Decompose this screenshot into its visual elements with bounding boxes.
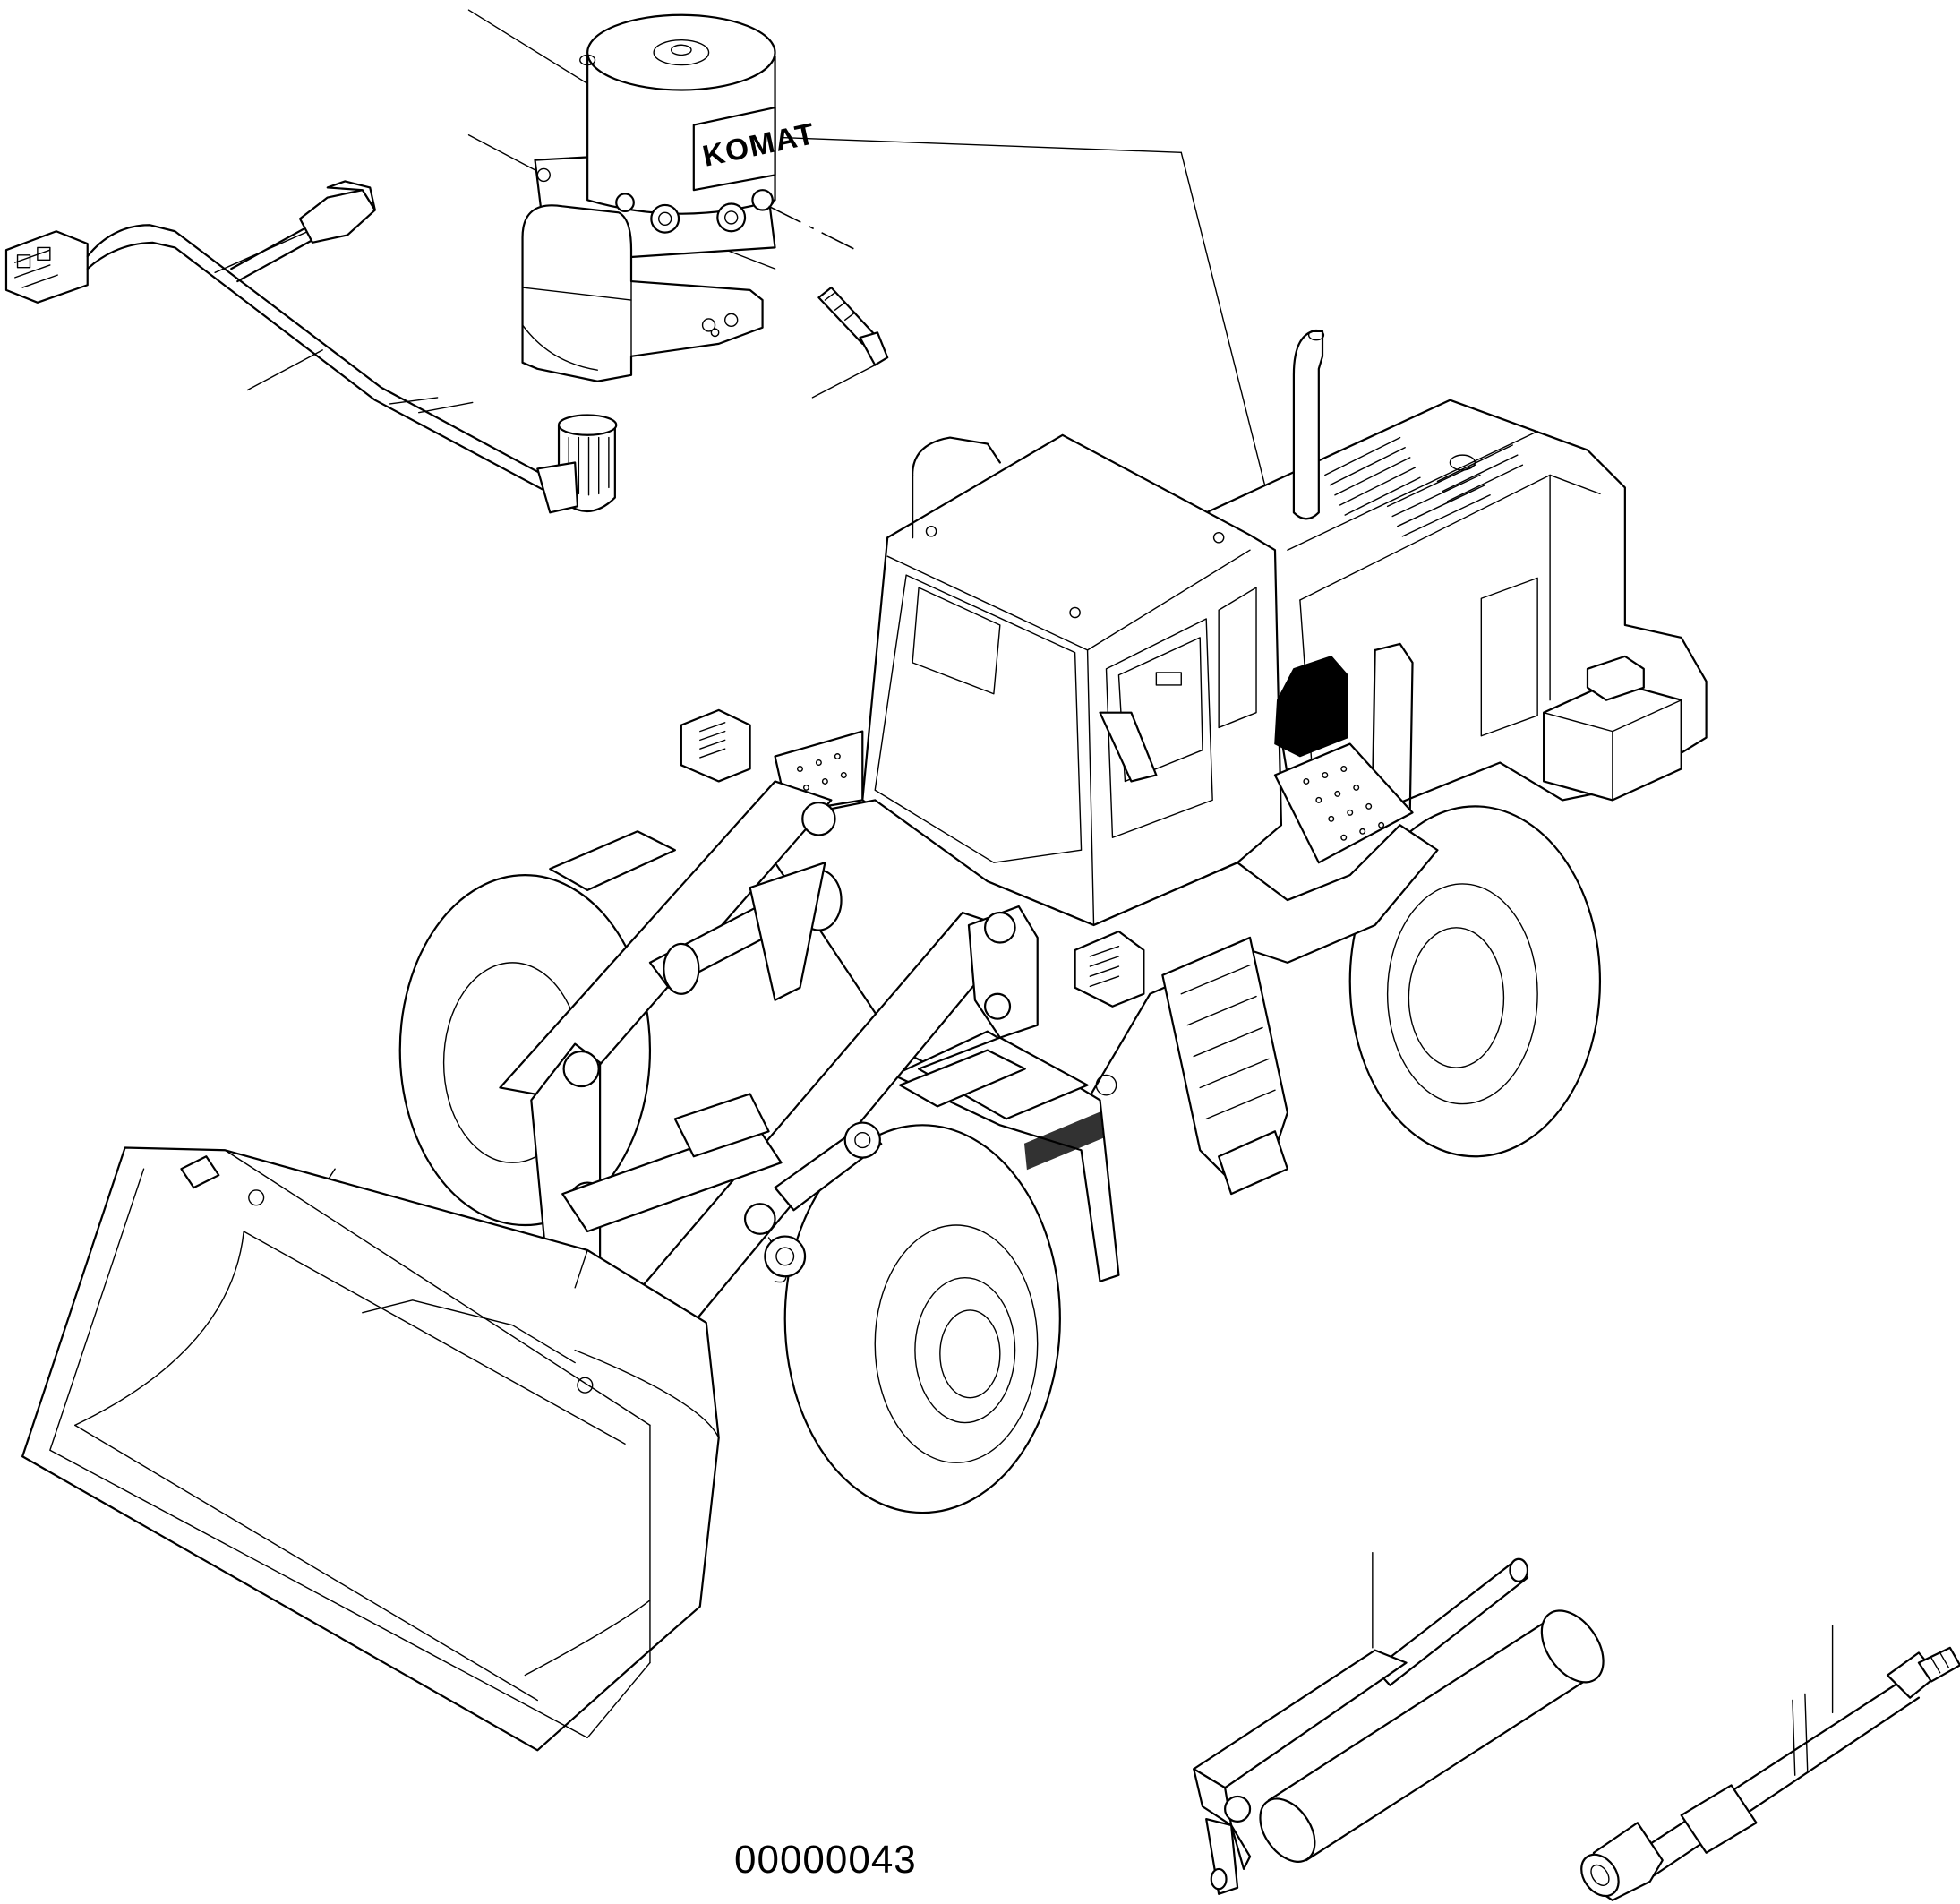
wheel-loader-icon — [22, 330, 1706, 1751]
figure-number: 00000043 — [734, 1838, 917, 1882]
mounting-bolt-icon — [818, 287, 887, 365]
grease-pump-icon: KOMAT — [523, 15, 857, 382]
wiring-harness-icon — [6, 181, 616, 512]
grease-hose-icon — [1574, 1648, 1960, 1903]
grease-gun-icon — [1194, 1559, 1615, 1894]
